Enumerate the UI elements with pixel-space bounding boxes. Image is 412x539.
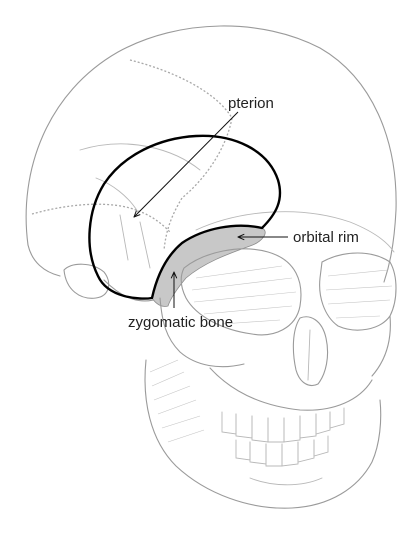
cheek-left xyxy=(160,298,244,367)
mandible xyxy=(145,360,381,508)
occipital-outline xyxy=(28,245,60,276)
ramus-shading xyxy=(150,360,204,442)
zygomatic-bone-label: zygomatic bone xyxy=(128,314,233,331)
right-orbit-hatch xyxy=(326,270,392,318)
lower-teeth xyxy=(236,436,328,466)
chin-line xyxy=(250,478,322,485)
maxilla xyxy=(210,368,372,410)
cheek-right xyxy=(372,316,390,376)
sphenoid-lines xyxy=(96,178,150,268)
orbital-rim-label: orbital rim xyxy=(293,229,359,246)
pterion-arrow xyxy=(134,112,238,217)
orbital-rim-highlight xyxy=(152,226,265,307)
coronal-suture xyxy=(130,60,232,250)
nasal-aperture xyxy=(293,317,327,386)
squamous-suture xyxy=(32,204,170,232)
right-orbit xyxy=(320,253,396,330)
nasal-septum xyxy=(308,330,310,380)
temporal-line xyxy=(80,144,200,170)
upper-teeth xyxy=(222,408,344,442)
pterion-label: pterion xyxy=(228,95,274,112)
